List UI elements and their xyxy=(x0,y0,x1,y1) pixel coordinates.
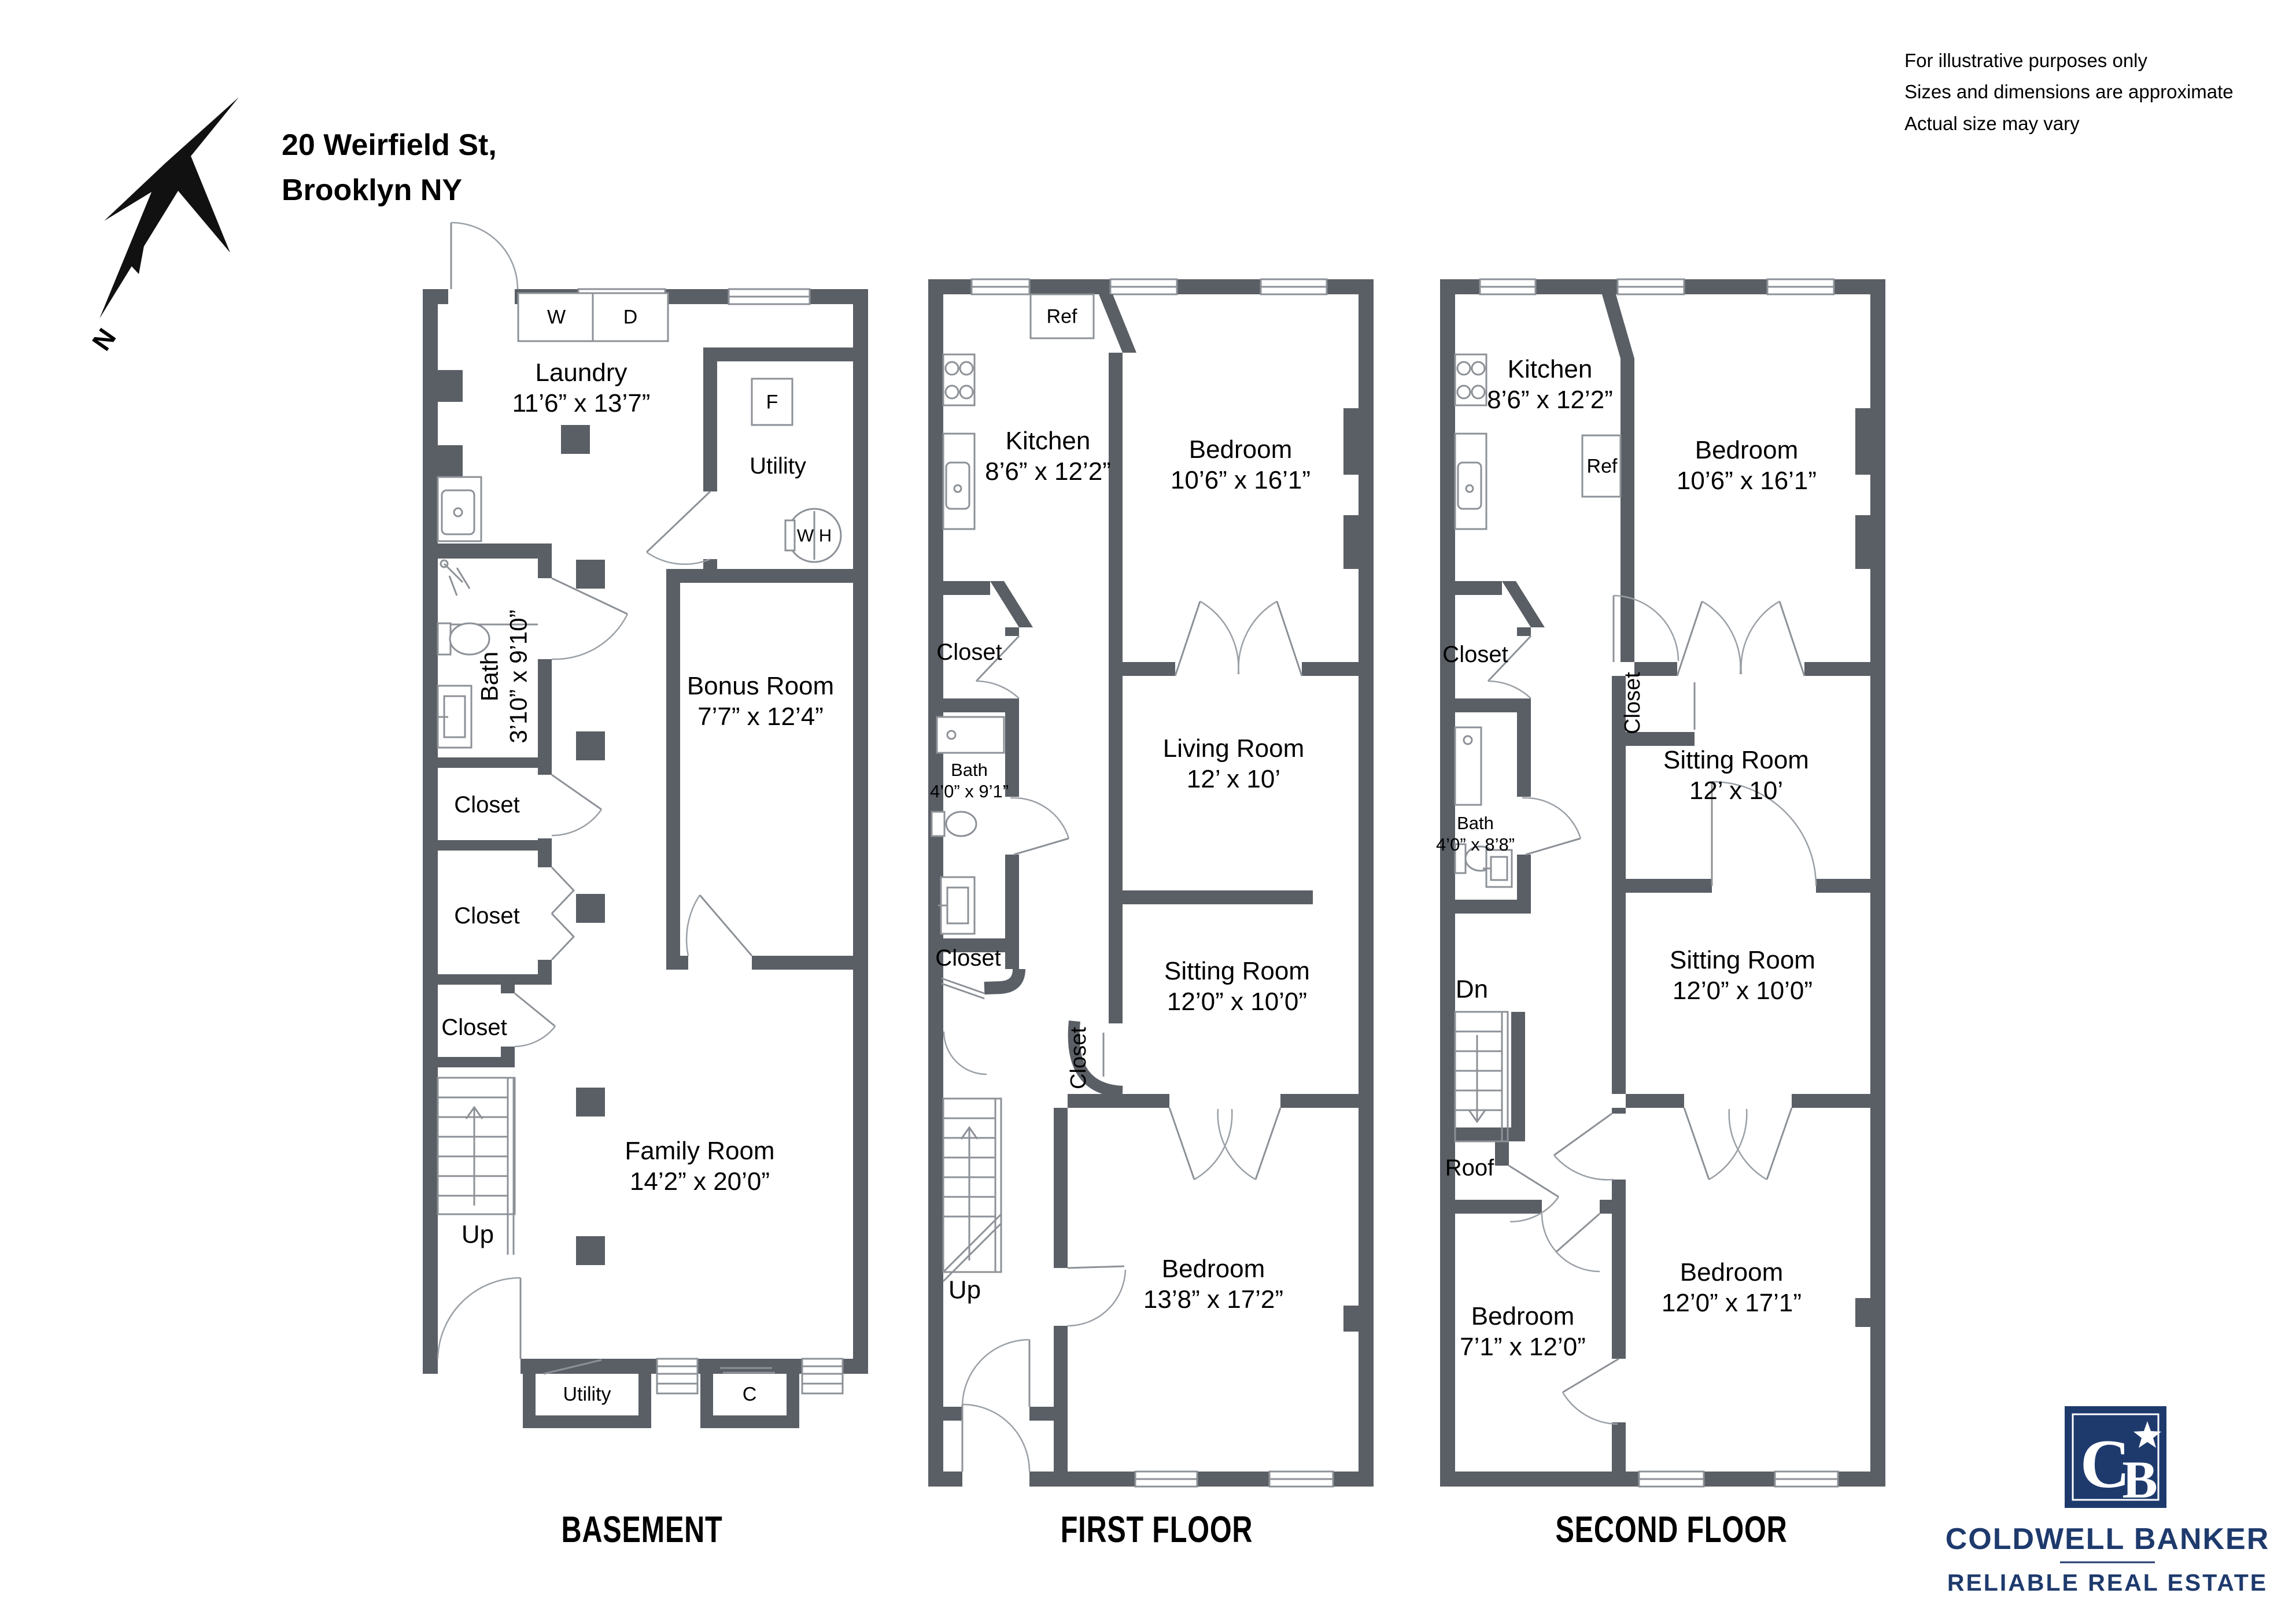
kitchen-sink-icon xyxy=(1454,432,1487,530)
first-floor-windows xyxy=(970,278,1334,1488)
room-label-utility: Utility xyxy=(750,453,806,479)
room-label-closet: Closet xyxy=(454,903,520,929)
logo-tagline: RELIABLE REAL ESTATE xyxy=(1947,1569,2268,1596)
floor-caption-first: FIRST FLOOR xyxy=(1060,1509,1253,1550)
room-label-bedroom: Bedroom 12’0” x 17’1” xyxy=(1661,1258,1802,1317)
room-label-closet: Closet xyxy=(936,639,1002,665)
kitchen-sink-icon xyxy=(942,432,976,530)
second-floor-stairs xyxy=(1454,1011,1509,1143)
room-label-laundry: Laundry 11’6” x 13’7” xyxy=(512,358,651,417)
fridge-label: Ref xyxy=(1586,455,1618,478)
room-label-bath: Bath 4’0” x 9’1” xyxy=(929,759,1009,801)
support-columns xyxy=(561,425,605,1265)
disclaimer-line: Sizes and dimensions are approximate xyxy=(1904,81,2234,103)
room-label-closet: Closet xyxy=(935,945,1001,971)
shower-icon xyxy=(438,559,538,626)
small-sink-icon xyxy=(1483,849,1513,888)
disclaimer-line: For illustrative purposes only xyxy=(1904,50,2148,71)
page-title: 20 Weirfield St, Brooklyn NY xyxy=(282,123,497,213)
second-floor-plan xyxy=(1440,278,1885,1488)
title-line-2: Brooklyn NY xyxy=(282,173,463,207)
floor-caption-basement: BASEMENT xyxy=(561,1509,723,1550)
toilet-icon xyxy=(931,811,977,837)
logo-monogram-b: B xyxy=(2122,1450,2157,1509)
logo-wordmark: COLDWELL BANKER xyxy=(1945,1522,2270,1556)
room-label-bedroom: Bedroom 10’6” x 16’1” xyxy=(1170,435,1311,494)
room-label-closet: Closet xyxy=(454,792,520,818)
room-label-bedroom: Bedroom 7’1” x 12’0” xyxy=(1460,1302,1586,1361)
room-label-bedroom: Bedroom 10’6” x 16’1” xyxy=(1676,436,1817,495)
vanity-sink-icon xyxy=(938,876,976,935)
room-label-living: Living Room 12’ x 10’ xyxy=(1162,734,1305,793)
room-label-closet-curved: Closet xyxy=(1621,672,1645,734)
fridge-box xyxy=(1029,293,1095,339)
basement-plan xyxy=(423,221,868,1428)
logo-star-icon xyxy=(2133,1421,2161,1448)
stairs-down-label: Dn xyxy=(1455,975,1489,1004)
compass-north-icon xyxy=(99,97,239,319)
room-label-bonus: Bonus Room 7’7” x 12’4” xyxy=(686,672,835,731)
tub-icon xyxy=(936,716,1005,754)
room-label-kitchen: Kitchen 8’6” x 12’2” xyxy=(1487,355,1613,414)
stairs-up-label: Up xyxy=(948,1276,981,1304)
closet-c-label: C xyxy=(742,1383,757,1406)
dryer-label: D xyxy=(623,306,638,328)
stairs-up-label: Up xyxy=(461,1220,494,1249)
tub-icon xyxy=(1454,726,1482,806)
room-label-bath-basement: Bath 3’10” x 9’10” xyxy=(475,609,532,744)
room-label-bedroom: Bedroom 13’8” x 17’2” xyxy=(1143,1255,1284,1314)
room-label-utility-small: Utility xyxy=(563,1383,611,1406)
kitchen-sink-counter xyxy=(437,476,482,542)
basement-stairs xyxy=(437,1077,516,1255)
toilet-icon xyxy=(437,622,490,656)
room-label-kitchen: Kitchen 8’6” x 12’2” xyxy=(985,427,1111,486)
room-label-closet-curved: Closet xyxy=(1066,1027,1091,1089)
room-label-closet: Closet xyxy=(1442,642,1508,667)
water-heater-icon xyxy=(784,508,842,563)
furnace-box xyxy=(751,378,793,426)
furnace-label: F xyxy=(766,391,778,413)
fridge-box xyxy=(1581,434,1622,498)
first-floor-doors xyxy=(941,600,1303,1472)
room-label-sitting: Sitting Room 12’0” x 10’0” xyxy=(1670,946,1815,1005)
washer-dryer-box xyxy=(517,292,669,342)
roof-label: Roof xyxy=(1445,1155,1494,1181)
floor-caption-second: SECOND FLOOR xyxy=(1555,1509,1788,1550)
first-floor-stairs xyxy=(942,1097,1002,1282)
disclaimer: For illustrative purposes only Sizes and… xyxy=(1904,45,2234,139)
stove-icon xyxy=(1454,353,1487,406)
second-floor-windows xyxy=(1479,278,1839,1488)
basement-doors xyxy=(437,221,753,1359)
stove-icon xyxy=(942,353,976,406)
disclaimer-line: Actual size may vary xyxy=(1904,112,2080,134)
coldwell-banker-logo-mark: C B xyxy=(2060,1406,2166,1563)
first-floor-plan xyxy=(928,278,1374,1488)
washer-label: W xyxy=(547,306,566,328)
vanity-sink-icon xyxy=(437,685,473,749)
room-label-sitting: Sitting Room 12’0” x 10’0” xyxy=(1164,957,1310,1016)
room-label-closet: Closet xyxy=(441,1015,507,1040)
logo-monogram-c: C xyxy=(2080,1425,2131,1502)
title-line-1: 20 Weirfield St, xyxy=(282,128,497,162)
fridge-label: Ref xyxy=(1046,305,1077,328)
water-heater-label: W H xyxy=(796,525,832,546)
room-label-family: Family Room 14’2” x 20’0” xyxy=(625,1137,775,1196)
room-label-bath: Bath 4’0” x 8’8” xyxy=(1435,812,1515,855)
second-floor-doors xyxy=(1487,594,1817,1425)
room-label-sitting: Sitting Room 12’ x 10’ xyxy=(1663,746,1809,805)
